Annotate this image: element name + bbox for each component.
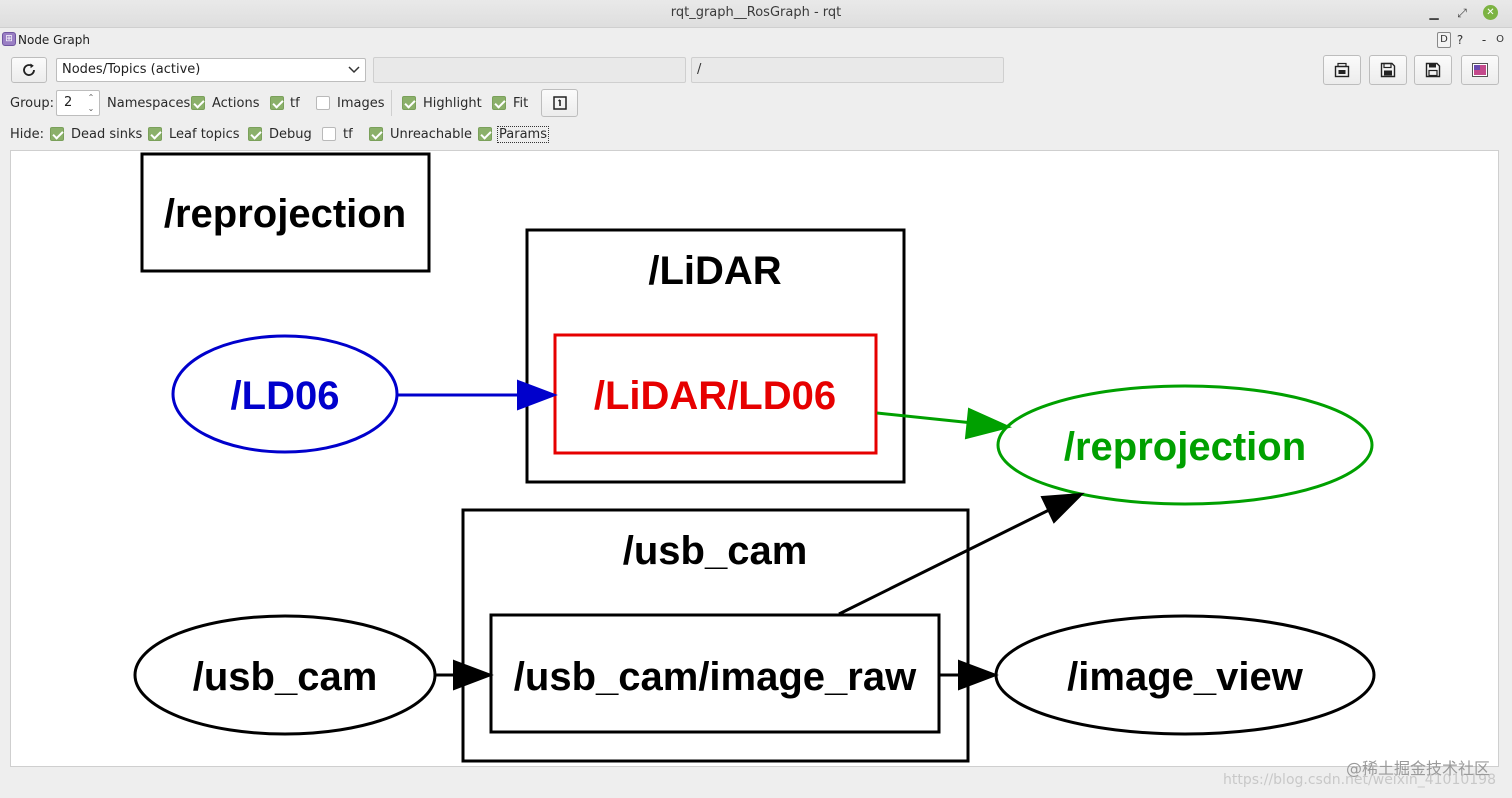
window-title: rqt_graph__RosGraph - rqt: [670, 5, 842, 20]
topic-filter-input[interactable]: /: [691, 57, 1004, 83]
help-icon[interactable]: ?: [1456, 33, 1464, 47]
chevron-down-icon: [343, 59, 365, 81]
group-spinbox[interactable]: 2 ⌃ ⌄: [56, 90, 100, 116]
edge-usb-cam-to-image-raw: [436, 659, 494, 691]
lidar-cluster-label: /LiDAR: [648, 249, 781, 293]
unreachable-label: Unreachable: [390, 127, 472, 142]
reprojection-node-box[interactable]: /reprojection: [140, 152, 431, 273]
usb-cam-cluster-label: /usb_cam: [623, 529, 808, 573]
image-raw-topic-label: /usb_cam/image_raw: [514, 655, 917, 699]
dead-sinks-label: Dead sinks: [71, 127, 143, 142]
dock-close-button[interactable]: O: [1496, 34, 1504, 45]
spin-down-icon[interactable]: ⌄: [87, 104, 95, 113]
dead-sinks-checkbox[interactable]: [50, 127, 64, 141]
close-window-icon[interactable]: ✕: [1483, 5, 1498, 20]
spin-up-icon[interactable]: ⌃: [87, 93, 95, 102]
reprojection-node[interactable]: /reprojection: [996, 384, 1374, 506]
fit-label: Fit: [513, 96, 529, 111]
node-filter-input[interactable]: [373, 57, 686, 83]
graph-canvas[interactable]: /reprojection /LiDAR /LD06 /LiDAR/LD06 /…: [10, 150, 1499, 767]
minimize-icon[interactable]: ▁: [1429, 6, 1439, 20]
dock-debug-button[interactable]: D: [1437, 32, 1451, 48]
lidar-ld06-topic-label: /LiDAR/LD06: [594, 374, 836, 418]
dock-minimize-button[interactable]: -: [1481, 33, 1487, 47]
ld06-node[interactable]: /LD06: [171, 334, 399, 454]
lidar-ld06-topic[interactable]: /LiDAR/LD06: [553, 333, 878, 455]
hide-tf-checkbox[interactable]: [322, 127, 336, 141]
save-image-button[interactable]: [1461, 55, 1499, 85]
edge-ld06-to-lidar-ld06: [398, 379, 558, 411]
image-view-node[interactable]: /image_view: [994, 614, 1376, 736]
tf-label: tf: [290, 96, 300, 111]
usb-cam-node[interactable]: /usb_cam: [133, 614, 437, 736]
fit-in-view-button[interactable]: [541, 89, 578, 117]
image-icon: [1472, 63, 1488, 77]
view-mode-value: Nodes/Topics (active): [62, 62, 201, 77]
leaf-topics-label: Leaf topics: [169, 127, 240, 142]
image-view-node-label: /image_view: [1067, 655, 1304, 699]
load-icon: [1334, 62, 1350, 78]
leaf-topics-checkbox[interactable]: [148, 127, 162, 141]
edge-image-raw-to-image-view: [940, 659, 999, 691]
refresh-button[interactable]: [11, 57, 47, 83]
images-label: Images: [337, 96, 385, 111]
highlight-label: Highlight: [423, 96, 482, 111]
namespaces-label: Namespaces: [107, 96, 191, 111]
plugin-icon: ⊞: [2, 32, 16, 46]
group-value: 2: [64, 95, 73, 110]
watermark-url: https://blog.csdn.net/weixin_41010198: [1222, 772, 1496, 788]
ld06-node-label: /LD06: [231, 374, 340, 418]
debug-checkbox[interactable]: [248, 127, 262, 141]
edge-lidar-ld06-to-reprojection: [876, 407, 1013, 440]
window-title-bar: rqt_graph__RosGraph - rqt ▁ ⤢ ✕: [0, 0, 1512, 28]
actions-checkbox[interactable]: [191, 96, 205, 110]
separator: [391, 90, 392, 116]
unreachable-checkbox[interactable]: [369, 127, 383, 141]
save-icon: [1380, 62, 1396, 78]
save-as-icon: [1425, 62, 1441, 78]
save-dot-button[interactable]: [1369, 55, 1407, 85]
refresh-icon: [23, 63, 35, 76]
actions-label: Actions: [212, 96, 260, 111]
image-raw-topic[interactable]: /usb_cam/image_raw: [489, 613, 941, 734]
params-label: Params: [497, 126, 549, 143]
dock-header: ⊞ Node Graph D ? - O: [0, 28, 1512, 52]
fit-view-icon: [552, 96, 567, 110]
ros-graph: /reprojection /LiDAR /LD06 /LiDAR/LD06 /…: [133, 152, 1376, 763]
hide-tf-label: tf: [343, 127, 353, 142]
images-checkbox[interactable]: [316, 96, 330, 110]
usb-cam-namespace-cluster: /usb_cam: [461, 508, 970, 763]
load-dot-button[interactable]: [1323, 55, 1361, 85]
restore-icon[interactable]: ⤢: [1457, 6, 1467, 20]
tf-checkbox[interactable]: [270, 96, 284, 110]
save-svg-button[interactable]: [1414, 55, 1452, 85]
reprojection-node-label: /reprojection: [1064, 425, 1306, 469]
debug-label: Debug: [269, 127, 312, 142]
params-checkbox[interactable]: [478, 127, 492, 141]
dock-title: Node Graph: [18, 33, 90, 47]
reprojection-box-label: /reprojection: [164, 192, 406, 236]
watermark-text: @稀土掘金技术社区: [1345, 759, 1490, 778]
highlight-checkbox[interactable]: [402, 96, 416, 110]
view-mode-select[interactable]: Nodes/Topics (active): [56, 58, 366, 82]
lidar-namespace-cluster: /LiDAR: [525, 228, 906, 484]
edge-image-raw-to-reprojection: [838, 492, 1085, 616]
fit-checkbox[interactable]: [492, 96, 506, 110]
hide-label: Hide:: [10, 127, 45, 142]
usb-cam-node-label: /usb_cam: [193, 655, 378, 699]
group-label: Group:: [10, 96, 54, 111]
